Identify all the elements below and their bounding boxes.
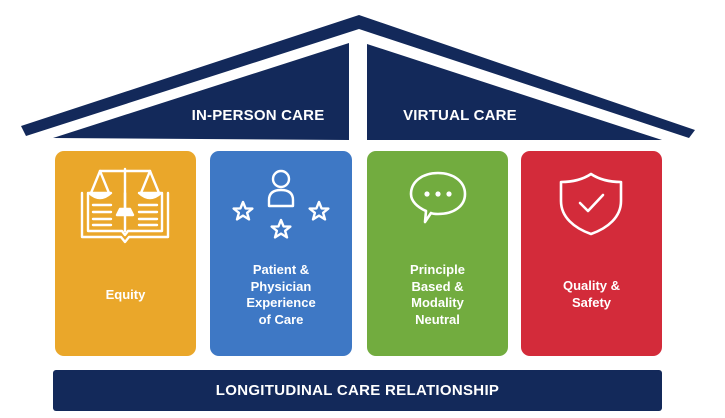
shield-check-icon <box>559 172 622 236</box>
roof-label-in-person-care: IN-PERSON CARE <box>191 107 325 124</box>
foundation-longitudinal-care-relationship: LONGITUDINAL CARE RELATIONSHIP <box>53 370 662 411</box>
roof-panel-virtual <box>367 44 662 140</box>
pillar-label-patient-physician-experience: Patient & Physician Experience of Care <box>246 262 316 327</box>
pillar-principle-based-modality-neutral: Principle Based & Modality Neutral <box>367 151 508 356</box>
pillar-equity: Equity <box>55 151 196 356</box>
pillar-patient-physician-experience: Patient & Physician Experience of Care <box>210 151 352 356</box>
pillar-label-quality-safety: Quality & Safety <box>562 278 621 310</box>
chat-bubble-icon <box>409 171 466 224</box>
pillar-quality-safety: Quality & Safety <box>521 151 662 356</box>
scales-of-justice-icon <box>80 167 169 244</box>
pillar-label-principle-based-modality-neutral: Principle Based & Modality Neutral <box>410 262 465 327</box>
roof-panel-in-person <box>53 43 349 140</box>
pillar-label-equity: Equity <box>105 287 146 302</box>
person-with-stars-icon <box>232 169 330 239</box>
house-roof <box>21 15 695 140</box>
roof-label-virtual-care: VIRTUAL CARE <box>403 107 517 124</box>
